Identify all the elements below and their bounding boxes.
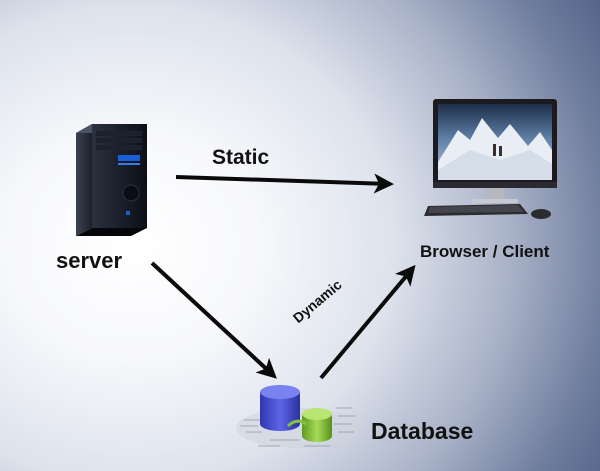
edge-database-to-browser	[319, 264, 416, 380]
desktop-computer-icon	[424, 99, 557, 219]
static-edge-label: Static	[212, 146, 270, 169]
server-label: server	[56, 248, 123, 273]
database-label: Database	[371, 418, 474, 444]
browser-client-label: Browser / Client	[420, 242, 550, 261]
edge-server-to-browser	[175, 173, 394, 194]
server-tower-icon	[76, 124, 147, 236]
edge-server-to-database	[150, 261, 277, 379]
database-cylinders-icon	[236, 385, 360, 448]
